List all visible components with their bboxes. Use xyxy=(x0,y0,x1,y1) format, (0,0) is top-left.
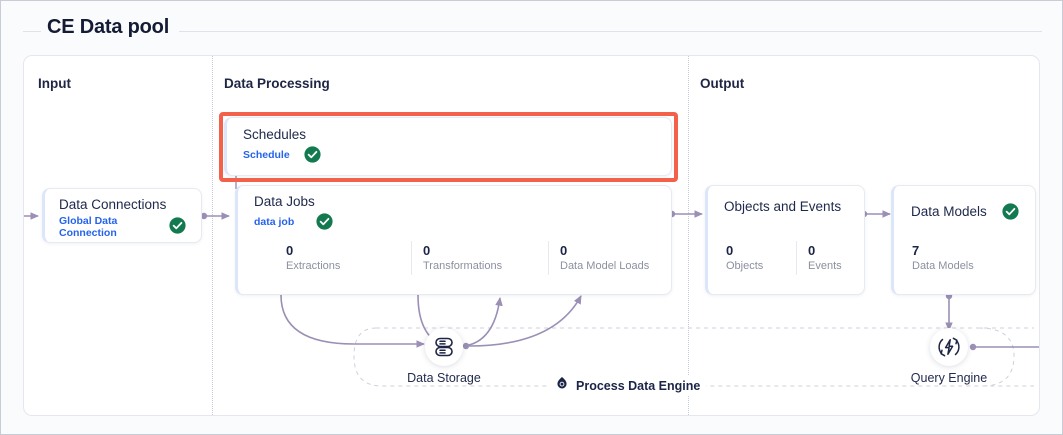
stat-events: 0 Events xyxy=(808,243,842,273)
check-circle-icon xyxy=(316,213,333,230)
node-query-engine[interactable] xyxy=(930,328,968,366)
card-schedules-subtitle: Schedule xyxy=(243,149,290,161)
stat-objects-label: Objects xyxy=(726,260,764,272)
legend-process-data-engine: Process Data Engine xyxy=(549,376,707,395)
check-circle-icon xyxy=(169,217,186,234)
card-data-models[interactable]: Data Models 7 Data Models xyxy=(891,185,1036,295)
stat-data-model-loads-value: 0 xyxy=(560,243,568,258)
column-header-processing: Data Processing xyxy=(224,76,330,91)
card-data-jobs-title: Data Jobs xyxy=(254,194,315,209)
card-data-models-title: Data Models xyxy=(911,204,987,219)
stat-transformations-value: 0 xyxy=(423,243,431,258)
check-circle-icon xyxy=(304,146,321,163)
stat-separator xyxy=(796,241,797,275)
check-circle-icon xyxy=(1002,203,1019,220)
stat-separator xyxy=(411,241,412,275)
database-icon xyxy=(425,337,463,370)
card-data-connections-title: Data Connections xyxy=(59,197,167,212)
stat-data-models: 7 Data Models xyxy=(912,243,974,273)
card-schedules[interactable]: Schedules Schedule xyxy=(224,117,672,176)
stat-events-label: Events xyxy=(808,260,842,272)
diagram-canvas: Input Data Processing Output xyxy=(23,55,1040,416)
column-divider-input-processing xyxy=(212,56,213,415)
node-query-engine-label: Query Engine xyxy=(910,371,988,385)
card-objects-and-events[interactable]: Objects and Events 0 Objects 0 Events xyxy=(705,185,865,295)
title-divider xyxy=(23,31,1042,32)
card-objects-and-events-title: Objects and Events xyxy=(724,199,842,214)
column-header-output: Output xyxy=(700,76,745,91)
column-divider-processing-output xyxy=(688,56,689,415)
stat-data-models-label: Data Models xyxy=(912,260,974,272)
page-title: CE Data pool xyxy=(41,16,180,39)
query-bolt-icon xyxy=(930,337,968,370)
legend-process-data-engine-label: Process Data Engine xyxy=(576,378,701,393)
card-data-connections-subtitle: Global Data Connection xyxy=(59,215,118,239)
title-bar: CE Data pool xyxy=(1,1,1062,47)
node-data-storage[interactable] xyxy=(425,328,463,366)
stat-transformations-label: Transformations xyxy=(423,260,503,272)
stat-separator xyxy=(548,241,549,275)
node-data-storage-label: Data Storage xyxy=(407,371,481,385)
stat-data-model-loads: 0 Data Model Loads xyxy=(560,243,649,273)
stat-extractions: 0 Extractions xyxy=(286,243,340,273)
card-data-jobs-subtitle: data job xyxy=(254,216,295,228)
card-schedules-title: Schedules xyxy=(243,127,307,142)
stat-events-value: 0 xyxy=(808,243,816,258)
stat-transformations: 0 Transformations xyxy=(423,243,502,273)
stat-objects: 0 Objects xyxy=(726,243,763,273)
card-data-connections[interactable]: Data Connections Global Data Connection xyxy=(42,188,202,243)
stat-objects-value: 0 xyxy=(726,243,734,258)
process-engine-icon xyxy=(555,376,569,395)
column-header-input: Input xyxy=(38,76,71,91)
card-data-jobs[interactable]: Data Jobs data job 0 Extractions 0 Trans… xyxy=(235,185,672,295)
stat-data-models-value: 7 xyxy=(912,243,920,258)
stat-extractions-label: Extractions xyxy=(286,260,341,272)
stat-extractions-value: 0 xyxy=(286,243,294,258)
stat-data-model-loads-label: Data Model Loads xyxy=(560,260,650,272)
